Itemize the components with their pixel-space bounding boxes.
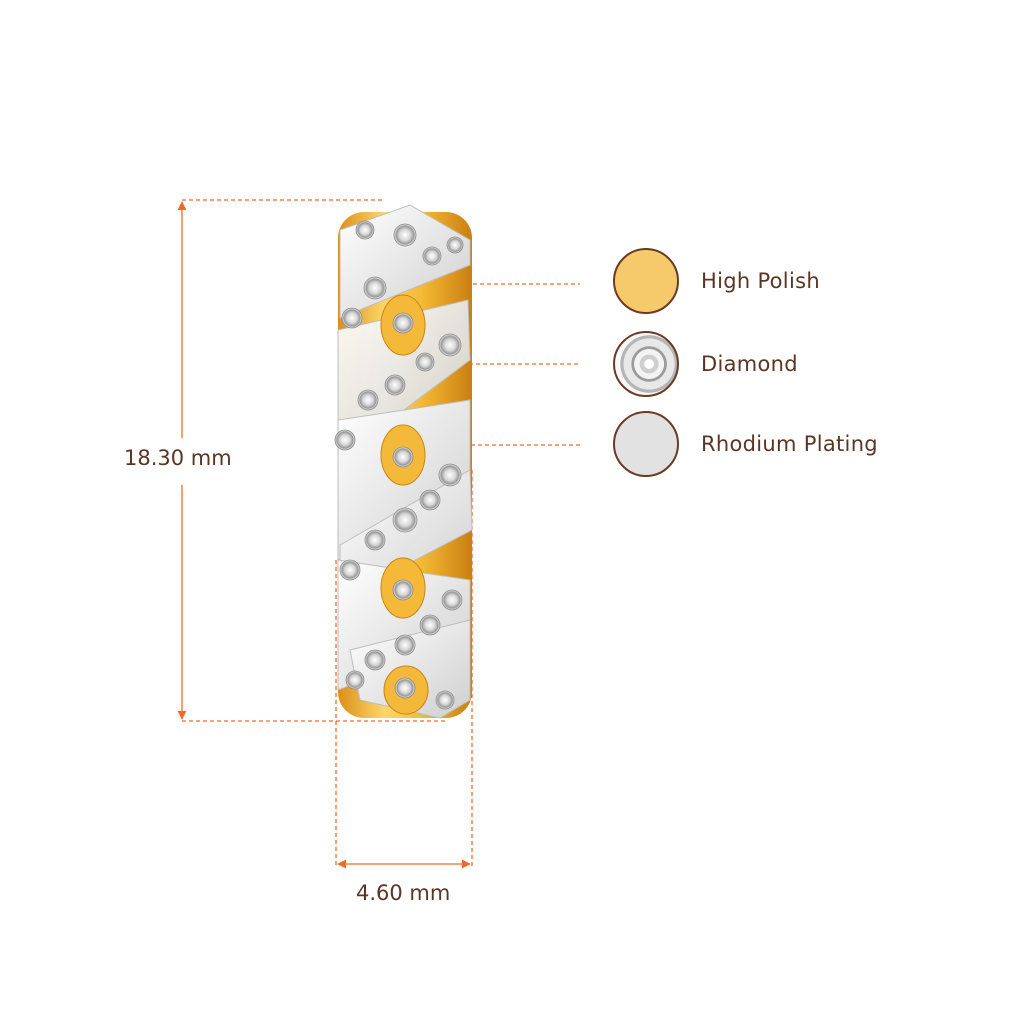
- diamond-stone: [438, 463, 462, 487]
- diamond-stone: [394, 677, 416, 699]
- diamond-stone: [446, 236, 464, 254]
- diamond-stone: [364, 649, 386, 671]
- width-dimension-label: 4.60 mm: [356, 881, 451, 905]
- diamond-stone: [422, 246, 442, 266]
- diamond-stone: [355, 220, 375, 240]
- diamond-swatch: [613, 331, 679, 397]
- legend-item-high-polish: High Polish: [613, 248, 820, 314]
- diamond-stone: [339, 559, 361, 581]
- diamond-stone: [438, 333, 462, 357]
- legend-item-rhodium-plating: Rhodium Plating: [613, 411, 878, 477]
- diamond-stone: [392, 507, 418, 533]
- diamond-stone: [419, 489, 441, 511]
- rhodium-swatch: [613, 411, 679, 477]
- diamond-stone: [341, 307, 363, 329]
- diamond-stone: [363, 276, 387, 300]
- legend-label: Rhodium Plating: [701, 432, 878, 456]
- diamond-stone: [393, 223, 417, 247]
- legend-label: Diamond: [701, 352, 798, 376]
- diamond-stone: [392, 312, 414, 334]
- diamond-stone: [334, 429, 356, 451]
- legend-label: High Polish: [701, 269, 820, 293]
- diamond-stone: [419, 614, 441, 636]
- diamond-stone: [441, 589, 463, 611]
- diamond-stone: [364, 529, 386, 551]
- legend-item-diamond: Diamond: [613, 331, 798, 397]
- diamond-stone: [394, 634, 416, 656]
- height-dimension-label: 18.30 mm: [124, 446, 232, 470]
- diamond-stone: [415, 352, 435, 372]
- diamond-stone: [435, 690, 455, 710]
- diamond-stone: [392, 446, 414, 468]
- diamond-stone: [384, 374, 406, 396]
- ring-product-image: [334, 204, 473, 719]
- diamond-stone: [345, 670, 365, 690]
- high-polish-swatch: [613, 248, 679, 314]
- height-dimension: [177, 199, 445, 722]
- diamond-stone: [357, 389, 379, 411]
- legend-leader-lines: [427, 283, 580, 446]
- diamond-stone: [392, 579, 414, 601]
